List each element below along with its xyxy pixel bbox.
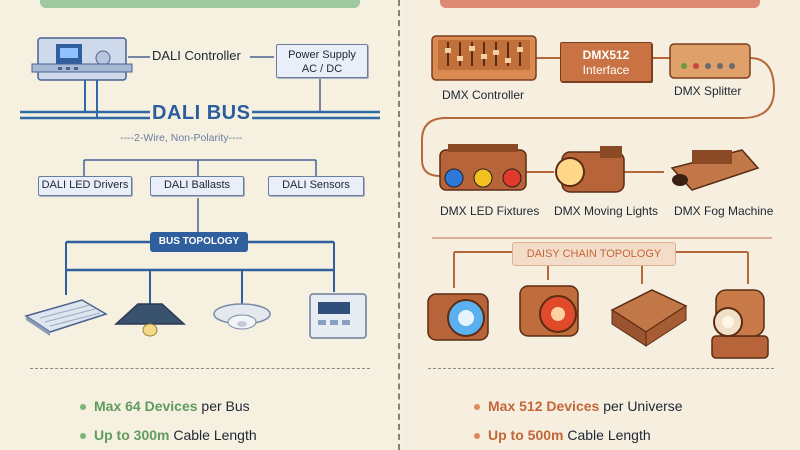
dmx-specs-divider (428, 368, 774, 369)
dali-spec-devices: Max 64 Devices per Bus (80, 398, 250, 414)
dmx-moving-lights-label: DMX Moving Lights (554, 204, 659, 218)
moving-head-icon (711, 289, 769, 359)
interface-line1: DMX512 (582, 48, 630, 62)
pendant-lamp-icon (114, 298, 186, 337)
dmx-spec-length-highlight: Up to 500m (488, 427, 564, 443)
dmx-spec-devices: Max 512 Devices per Universe (474, 398, 683, 414)
dmx-wiring (421, 35, 776, 359)
dali-node-ballasts: DALI Ballasts (150, 176, 244, 196)
dmx-header-tab (440, 0, 760, 8)
dali-spec-length-rest: Cable Length (169, 427, 257, 443)
dmx-splitter-device-icon (669, 43, 751, 79)
wall-controller-icon (309, 293, 367, 339)
dali-node-sensors: DALI Sensors (268, 176, 364, 196)
dmx512-interface-box: DMX512 Interface (560, 42, 652, 82)
daisy-chain-topology-label: DAISY CHAIN TOPOLOGY (512, 242, 676, 266)
dali-panel: DALI Controller Power Supply AC / DC DAL… (0, 0, 398, 450)
spec-bullet-icon (80, 404, 86, 411)
led-fixture-icon (439, 144, 527, 191)
dali-spec-devices-rest: per Bus (197, 398, 250, 414)
dmx-spec-length: Up to 500m Cable Length (474, 427, 651, 443)
fog-unit-icon (610, 289, 688, 347)
dali-spec-length: Up to 300m Cable Length (80, 427, 257, 443)
ceiling-sensor-icon (213, 298, 271, 330)
dmx-panel: DMX512 Interface DMX Controller DMX Spli… (402, 0, 800, 450)
dmx-spec-length-rest: Cable Length (563, 427, 651, 443)
dali-bus-subtitle: ----2-Wire, Non-Polarity---- (120, 132, 243, 144)
dmx-splitter-label: DMX Splitter (674, 84, 742, 98)
power-supply-line2: AC / DC (301, 63, 343, 75)
dmx-controller-device-icon (431, 35, 537, 81)
dali-spec-length-highlight: Up to 300m (94, 427, 170, 443)
moving-light-icon (555, 146, 625, 193)
dali-specs-divider (30, 368, 370, 369)
par-light-icon (427, 293, 489, 341)
dmx-led-fixtures-label: DMX LED Fixtures (440, 204, 540, 218)
panel-light-icon (24, 299, 108, 336)
fog-machine-icon (670, 149, 760, 191)
spot-light-icon (519, 285, 579, 337)
dali-bus-title: DALI BUS (152, 102, 251, 124)
dmx-controller-label: DMX Controller (442, 88, 525, 102)
bus-topology-label: BUS TOPOLOGY (150, 232, 248, 252)
dali-node-led-drivers: DALI LED Drivers (38, 176, 132, 196)
spec-bullet-icon (80, 433, 86, 440)
spec-bullet-icon (474, 404, 480, 411)
interface-line2: Interface (582, 63, 630, 77)
dmx-spec-devices-rest: per Universe (599, 398, 683, 414)
dali-spec-devices-highlight: Max 64 Devices (94, 398, 198, 414)
spec-bullet-icon (474, 433, 480, 440)
dali-wiring (20, 37, 380, 339)
dmx-spec-devices-highlight: Max 512 Devices (488, 398, 600, 414)
dali-header-tab (40, 0, 360, 8)
dali-controller-label: DALI Controller (152, 48, 241, 63)
panel-divider (398, 0, 402, 450)
dali-controller-device-icon (31, 37, 133, 81)
power-supply-box: Power Supply AC / DC (276, 44, 368, 78)
power-supply-line1: Power Supply (288, 49, 356, 61)
dmx-fog-machine-label: DMX Fog Machine (674, 204, 774, 218)
